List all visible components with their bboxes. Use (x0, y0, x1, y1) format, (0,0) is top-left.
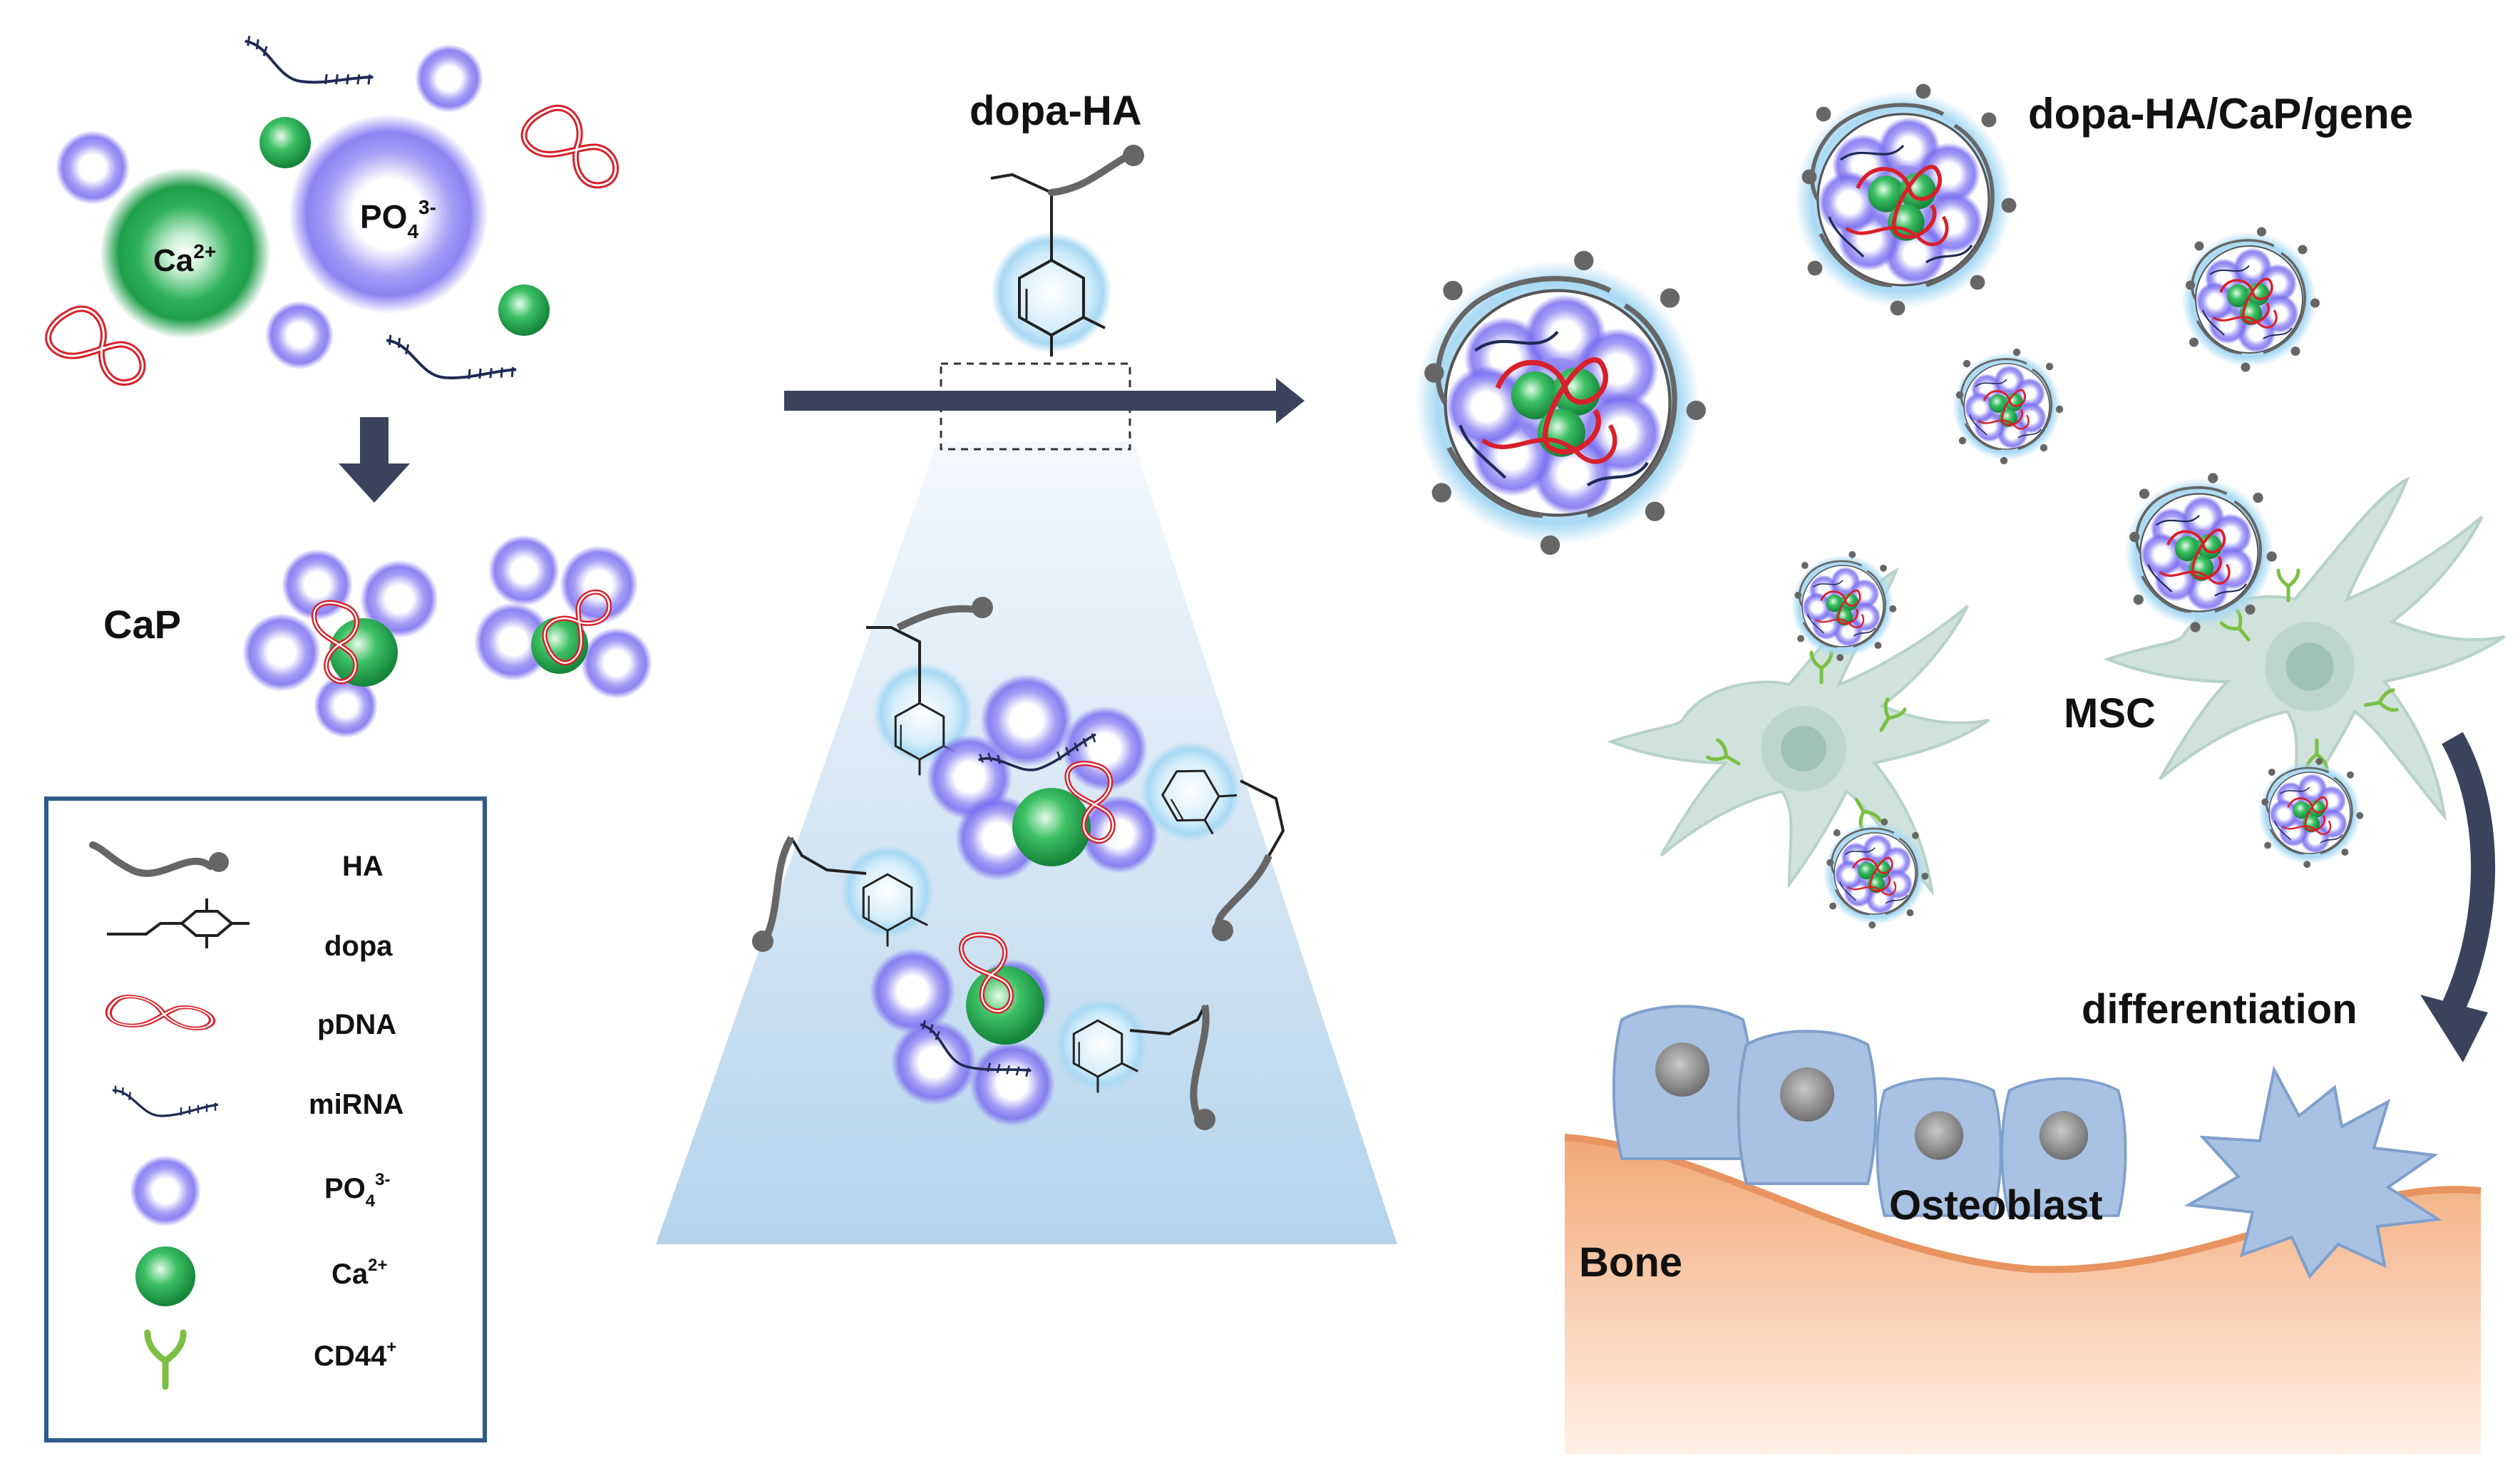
legend-item-dopa: dopa (107, 898, 393, 962)
phosphate-ion-large (289, 114, 488, 314)
nanoparticle (2257, 757, 2365, 869)
legend-item-phosphate: PO43- (130, 1155, 391, 1226)
nanoparticle-large (1416, 251, 1706, 555)
cap-label: CaP (103, 602, 181, 647)
differentiated-cell (2184, 1065, 2442, 1279)
dopa-ha-label: dopa-HA (970, 88, 1142, 134)
phosphate-ion-small (415, 44, 483, 113)
dopa-ha-cap-gene-label: dopa-HA/CaP/gene (2028, 90, 2413, 138)
calcium-ion-large (100, 168, 271, 339)
svg-text:PO43-: PO43- (324, 1170, 391, 1211)
phosphate-icon (130, 1155, 201, 1226)
nanoparticle (1951, 347, 2064, 466)
bone-label: Bone (1579, 1239, 1682, 1286)
bone-tissue (1565, 1137, 2481, 1455)
process-arrow (784, 391, 1276, 411)
nanoparticle (1790, 550, 1898, 662)
msc-label: MSC (2064, 690, 2156, 737)
calcium-icon (135, 1246, 195, 1306)
legend-item-pdna: pDNA (107, 993, 396, 1040)
down-arrow (339, 417, 410, 503)
svg-text:pDNA: pDNA (317, 1009, 396, 1040)
nanoparticle (2123, 471, 2278, 634)
osteoblast-cell (1612, 1005, 1753, 1160)
mirna-icon (239, 34, 378, 93)
osteoblast-label: Osteoblast (1889, 1182, 2103, 1229)
legend-item-ha: HA (93, 845, 384, 882)
dopa-ring-icon (107, 922, 182, 936)
phosphate-ion-small (265, 301, 334, 369)
svg-text:miRNA: miRNA (309, 1089, 403, 1120)
process-arrow-head (1276, 378, 1305, 424)
legend: HA dopa pDNA miRNA PO43- Ca2+ CD44+ (44, 796, 487, 1442)
pdna-icon (518, 97, 625, 205)
ca-ion-label: Ca2+ (153, 240, 216, 278)
svg-text:CD44+: CD44+ (314, 1338, 396, 1372)
legend-item-mirna: miRNA (111, 1084, 403, 1120)
legend-item-cd44: CD44+ (148, 1333, 396, 1387)
legend-item-calcium: Ca2+ (135, 1246, 388, 1306)
phosphate-ion-small (56, 130, 130, 205)
nanoparticle (1822, 817, 1930, 930)
calcium-ion-small (259, 117, 311, 168)
svg-text:dopa: dopa (324, 931, 393, 962)
legend-box (44, 796, 487, 1442)
svg-text:Ca2+: Ca2+ (331, 1256, 388, 1290)
free-ions-group (41, 34, 625, 403)
nanoparticle (1795, 84, 2016, 316)
zoomed-dopa-ha-cap-assembly (752, 597, 1285, 1130)
po4-ion-label: PO43- (360, 196, 436, 242)
nanoparticle (2180, 225, 2321, 374)
differentiation-arrow-head (2420, 995, 2488, 1062)
osteoblast-cell (1737, 1030, 1878, 1185)
differentiation-arrow (2441, 732, 2496, 1015)
dopa-ha-molecule (990, 145, 1144, 358)
differentiation-label: differentiation (2082, 986, 2357, 1032)
cap-particle (242, 549, 438, 738)
svg-text:HA: HA (342, 851, 384, 882)
cap-particle (474, 535, 652, 699)
mirna-icon (382, 333, 520, 386)
calcium-ion-small (498, 285, 550, 336)
